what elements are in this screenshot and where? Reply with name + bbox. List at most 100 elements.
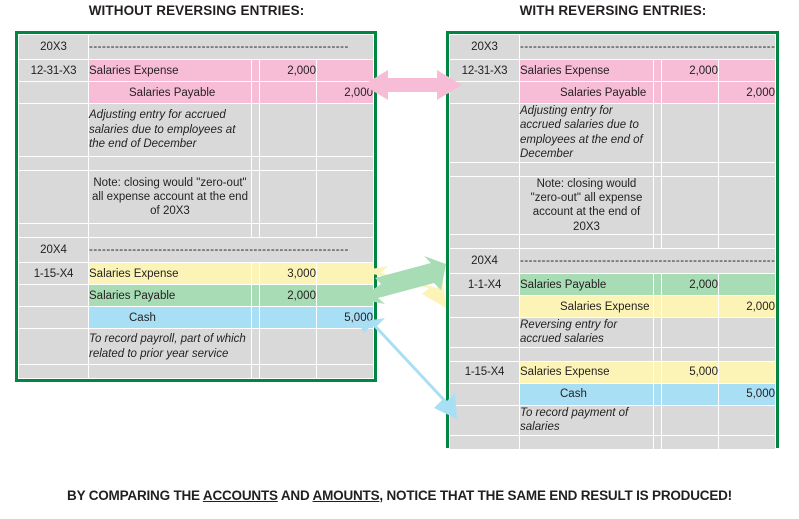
journal-with-reversing-entries: 20X3 ------------------------------------…: [446, 31, 779, 450]
caption-part-1: BY COMPARING THE: [67, 488, 203, 503]
journal-row: To record payroll, part of which related…: [18, 328, 375, 365]
account-name: Cash: [519, 382, 654, 406]
blank-cell: [258, 156, 317, 172]
right-journal-heading: WITH REVERSING ENTRIES:: [519, 3, 707, 18]
journal-table-left: 20X3------------------------------------…: [18, 34, 375, 379]
entry-description: Adjusting entry for accrued salaries due…: [519, 103, 654, 163]
blank-cell: [250, 223, 260, 239]
blank-cell: [449, 234, 520, 249]
blank-cell: [519, 434, 654, 450]
credit-amount: 2,000: [315, 81, 375, 104]
blank-cell: [258, 223, 317, 239]
blank-cell: [449, 434, 520, 450]
spacer-cell: [250, 170, 260, 225]
spacer-cell: [652, 382, 662, 406]
credit-amount: [717, 59, 777, 82]
journal-row: To record payment of salaries: [449, 404, 777, 436]
journal-row: Adjusting entry for accrued salaries due…: [449, 103, 777, 163]
debit-amount: [660, 295, 719, 318]
debit-amount: [660, 81, 719, 104]
empty-credit-cell: [717, 404, 777, 436]
journal-row: [18, 364, 375, 379]
entry-date: 12-31-X3: [18, 59, 89, 82]
spacer-cell: [652, 273, 662, 296]
spacer-cell: [652, 404, 662, 436]
account-name: Salaries Expense: [519, 59, 654, 82]
debit-amount: 2,000: [660, 273, 719, 296]
blank-cell: [660, 234, 719, 249]
account-name: Salaries Expense: [88, 59, 252, 82]
journal-row: Note: closing would "zero-out" all expen…: [18, 170, 375, 225]
blank-cell: [250, 364, 260, 379]
journal-table-right: 20X3 ------------------------------------…: [449, 34, 777, 450]
credit-amount: 5,000: [717, 382, 777, 406]
journal-row: [449, 161, 777, 177]
entry-description: To record payroll, part of which related…: [88, 328, 252, 365]
spacer-cell: [250, 306, 260, 330]
account-name: Salaries Payable: [88, 81, 252, 104]
journal-row: Cash 5,000: [449, 382, 777, 406]
empty-credit-cell: [717, 175, 777, 235]
spacer-cell: [652, 175, 662, 235]
entry-description: Reversing entry for accrued salaries: [519, 317, 654, 348]
blank-cell: [717, 346, 777, 362]
spacer-cell: [250, 81, 260, 104]
spacer-cell: [250, 328, 260, 365]
year-label: 20X4: [449, 248, 520, 274]
year-label: 20X3: [449, 34, 520, 60]
blank-cell: [652, 346, 662, 362]
section-divider-dashes: ----------------------------------------…: [88, 237, 374, 264]
empty-debit-cell: [660, 317, 719, 348]
spacer-cell: [652, 295, 662, 318]
entry-date: [449, 81, 520, 104]
journal-row: [449, 234, 777, 249]
journal-row: [449, 346, 777, 362]
account-name: Salaries Expense: [519, 360, 654, 384]
empty-debit-cell: [660, 175, 719, 235]
blank-cell: [519, 161, 654, 177]
blank-cell: [250, 156, 260, 172]
empty-credit-cell: [315, 102, 375, 158]
debit-amount: [660, 382, 719, 406]
account-name: Salaries Expense: [88, 262, 252, 286]
spacer-cell: [652, 103, 662, 163]
entry-date: [18, 81, 89, 104]
spacer-cell: [652, 317, 662, 348]
debit-amount: 2,000: [258, 284, 317, 308]
section-divider-dashes: ----------------------------------------…: [519, 248, 776, 274]
journal-row: 20X4------------------------------------…: [18, 237, 374, 264]
empty-date-cell: [18, 328, 89, 365]
summary-caption: BY COMPARING THE ACCOUNTS AND AMOUNTS, N…: [0, 488, 799, 503]
empty-credit-cell: [717, 103, 777, 163]
empty-debit-cell: [258, 102, 317, 158]
blank-cell: [18, 223, 89, 239]
empty-date-cell: [18, 170, 89, 225]
caption-accounts-word: ACCOUNTS: [202, 488, 278, 503]
blank-cell: [717, 161, 777, 177]
blank-cell: [315, 364, 375, 379]
caption-amounts-word: AMOUNTS: [312, 488, 380, 503]
blank-cell: [519, 234, 654, 249]
debit-amount: 5,000: [660, 360, 719, 384]
blank-cell: [449, 346, 520, 362]
debit-amount: 3,000: [258, 262, 317, 286]
journal-row: Note: closing would "zero-out" all expen…: [449, 175, 777, 235]
debit-amount: 2,000: [258, 59, 317, 82]
debit-amount: [258, 306, 317, 330]
blank-cell: [315, 156, 375, 172]
blank-cell: [18, 156, 89, 172]
entry-date: [18, 284, 89, 308]
entry-description: To record payment of salaries: [519, 404, 654, 436]
credit-amount: [717, 273, 777, 296]
caption-part-3: , NOTICE THAT THE SAME END RESULT IS PRO…: [379, 488, 732, 503]
blank-cell: [652, 434, 662, 450]
credit-amount: [315, 262, 375, 286]
journal-without-reversing-entries: 20X3------------------------------------…: [15, 31, 377, 382]
credit-amount: [717, 360, 777, 384]
blank-cell: [18, 364, 89, 379]
